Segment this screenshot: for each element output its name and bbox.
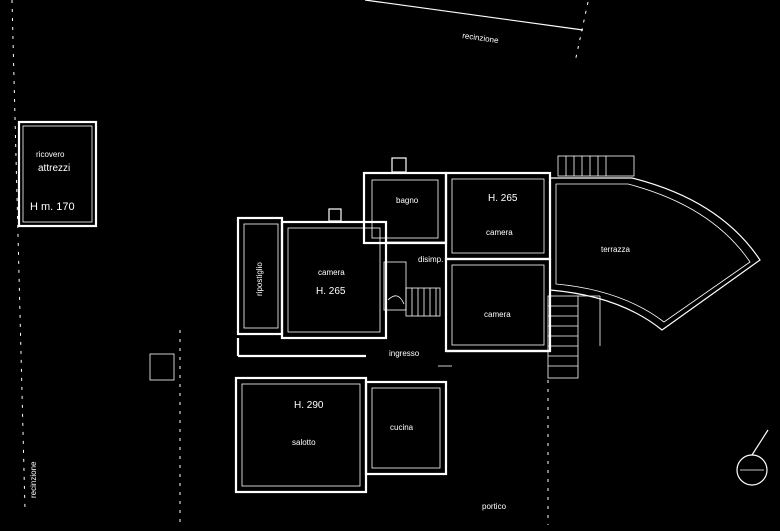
kitchen-walls <box>364 380 448 476</box>
label-h-salotto: H. 290 <box>294 400 324 411</box>
bedroom-right-walls <box>444 257 552 353</box>
side-stairs <box>547 295 601 379</box>
label-attrezzi: attrezzi <box>38 163 70 174</box>
label-recinzione-left: recinzione <box>29 461 38 498</box>
porch-boundary <box>149 330 549 525</box>
label-recinzione-top: recinzione <box>462 31 500 45</box>
label-h-camera-top: H. 265 <box>488 193 518 204</box>
label-h-ricovero: H m. 170 <box>30 201 75 213</box>
label-camera-mid: camera <box>318 268 345 277</box>
north-arrow-icon <box>736 429 769 486</box>
label-ingresso: ingresso <box>389 349 420 358</box>
entrance-walls <box>236 338 550 367</box>
label-portico: portico <box>482 502 507 511</box>
fence-lines <box>11 0 589 511</box>
bedroom-mid-walls <box>280 208 388 340</box>
label-disimp: disimp. <box>418 255 443 264</box>
tool-shed <box>17 120 98 228</box>
label-camera-right: camera <box>484 310 511 319</box>
hallway-stairs <box>383 241 447 351</box>
label-terrazza: terrazza <box>601 245 630 254</box>
label-cucina: cucina <box>390 423 414 432</box>
label-ricovero: ricovero <box>36 150 65 159</box>
label-salotto: salotto <box>292 438 316 447</box>
label-ripostiglio: ripostiglio <box>255 262 264 296</box>
terrace <box>549 155 761 331</box>
label-camera-top: camera <box>486 228 513 237</box>
living-room-walls <box>234 376 368 494</box>
label-h-camera-mid: H. 265 <box>316 286 346 297</box>
bedroom-top-walls <box>444 171 552 261</box>
label-bagno: bagno <box>396 196 419 205</box>
